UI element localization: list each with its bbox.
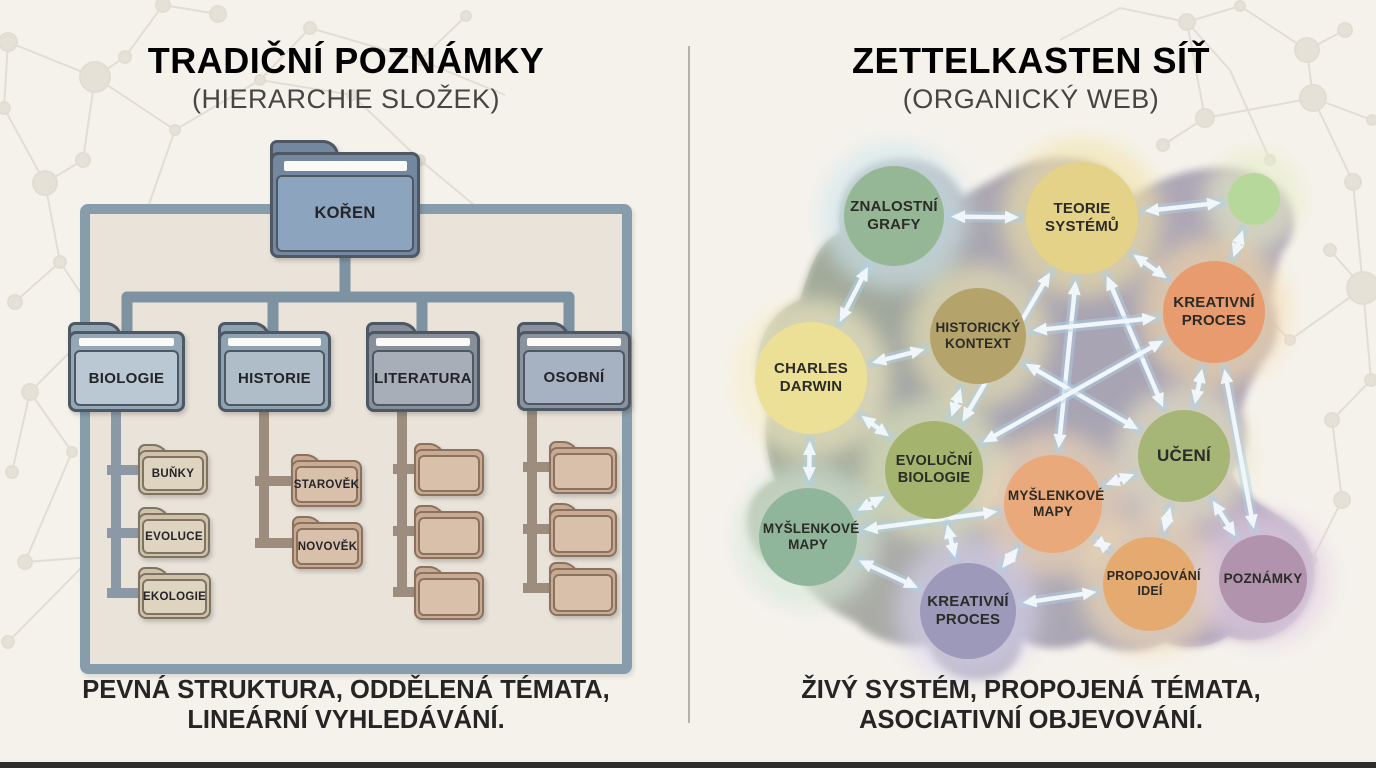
panel-divider — [688, 46, 690, 723]
left-caption-line2: LINEÁRNÍ VYHLEDÁVÁNÍ. — [187, 705, 505, 734]
right-panel-title: ZETTELKASTEN SÍŤ — [852, 40, 1210, 81]
bottom-bar — [0, 762, 1376, 768]
right-caption-line1: ŽIVÝ SYSTÉM, PROPOJENÁ TÉMATA, — [801, 676, 1261, 704]
pattern-nodes-top-right — [1156, 0, 1376, 566]
folder-hierarchy-container — [80, 204, 632, 674]
right-caption-line2: ASOCIATIVNÍ OBJEVOVÁNÍ. — [859, 705, 1203, 734]
left-panel-title: TRADIČNÍ POZNÁMKY — [147, 40, 545, 81]
right-panel-subtitle: (ORGANICKÝ WEB) — [902, 84, 1160, 114]
left-caption-line1: PEVNÁ STRUKTURA, ODDĚLENÁ TÉMATA, — [82, 676, 610, 704]
right-panel-caption: ŽIVÝ SYSTÉM, PROPOJENÁ TÉMATA, ASOCIATIV… — [801, 676, 1261, 735]
left-panel-subtitle: (HIERARCHIE SLOŽEK) — [191, 84, 501, 114]
left-panel-caption: PEVNÁ STRUKTURA, ODDĚLENÁ TÉMATA, LINEÁR… — [82, 676, 609, 735]
